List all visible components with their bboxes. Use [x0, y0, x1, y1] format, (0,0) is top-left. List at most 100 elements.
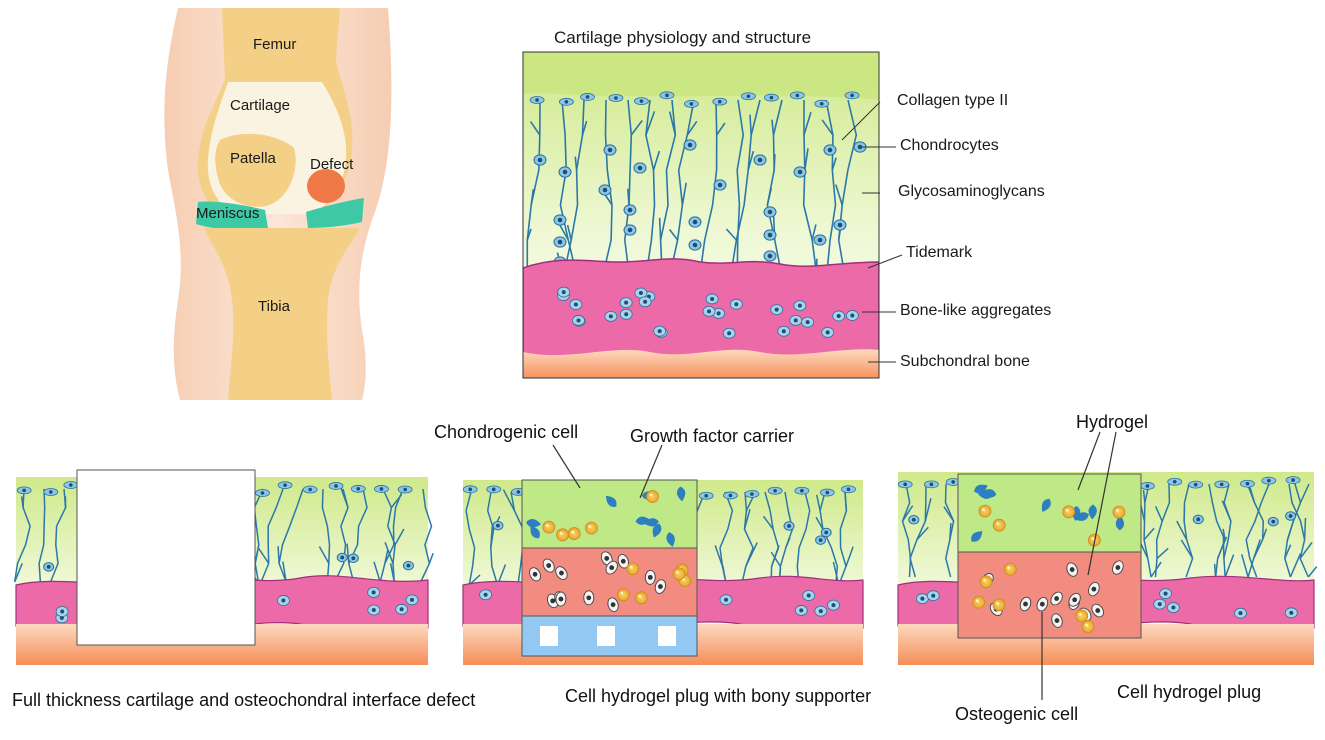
bone-aggregate-cell [703, 306, 715, 316]
chondrocyte-cell [534, 155, 546, 165]
label-hydrogel: Hydrogel [1076, 412, 1148, 433]
bone-aggregate-cell [778, 326, 790, 336]
bone-aggregate-cell [396, 604, 408, 614]
collagen-fiber-branch [1223, 537, 1224, 559]
flat-chondrocyte [699, 492, 713, 499]
growth-factor-carrier [646, 491, 658, 503]
flat-chondrocyte [351, 485, 365, 492]
label-tibia: Tibia [258, 298, 290, 315]
chondrocyte-cell [764, 230, 776, 240]
flat-chondrocyte [723, 492, 737, 499]
growth-factor-carrier [627, 563, 639, 575]
label-chondrogenic-cell: Chondrogenic cell [434, 422, 578, 443]
caption-bony-supporter: Cell hydrogel plug with bony supporter [565, 686, 871, 707]
label-bone-like: Bone-like aggregates [900, 302, 1051, 320]
caption-plug: Cell hydrogel plug [1117, 682, 1261, 703]
growth-factor-carrier [557, 529, 569, 541]
growth-factor-carrier [993, 599, 1005, 611]
flat-chondrocyte [303, 486, 317, 493]
bone-aggregate-cell [803, 590, 815, 600]
chondrocyte-cell [814, 235, 826, 245]
flat-chondrocyte [1140, 482, 1154, 489]
knee-illustration [164, 8, 391, 400]
bone-aggregate-cell [620, 298, 632, 308]
flat-chondrocyte [530, 97, 544, 104]
bone-aggregate-cell [833, 311, 845, 321]
bone-aggregate-cell [706, 294, 718, 304]
flat-chondrocyte [741, 93, 755, 100]
bone-aggregate-cell [573, 315, 585, 325]
flat-chondrocyte [684, 100, 698, 107]
chondrocyte-cell [764, 207, 776, 217]
flat-chondrocyte [795, 487, 809, 494]
chondrocyte-cell [689, 240, 701, 250]
growth-factor-carrier [568, 528, 580, 540]
chondrocyte-cell [821, 528, 831, 537]
flat-chondrocyte [713, 98, 727, 105]
bone-aggregate-cell [277, 595, 289, 605]
flat-chondrocyte [64, 482, 78, 489]
bone-aggregate-cell [570, 300, 582, 310]
chondrocyte-cell [824, 145, 836, 155]
flat-chondrocyte [581, 93, 595, 100]
flat-chondrocyte [898, 481, 912, 488]
bone-aggregate-cell [916, 594, 928, 604]
flat-chondrocyte [815, 100, 829, 107]
chondrocyte-cell [684, 140, 696, 150]
bone-aggregate-cell [605, 311, 617, 321]
label-cartilage: Cartilage [230, 97, 290, 114]
bone-aggregate-cell [1154, 599, 1166, 609]
bone-aggregate-cell [720, 595, 732, 605]
chondrocyte-cell [714, 180, 726, 190]
bone-aggregate-cell [406, 595, 418, 605]
label-defect: Defect [310, 156, 353, 173]
bone-aggregate-cell [790, 315, 802, 325]
chondrocyte-cell [337, 553, 347, 562]
chondrocyte-cell [784, 522, 794, 531]
flat-chondrocyte [1286, 477, 1300, 484]
flat-chondrocyte [1215, 481, 1229, 488]
growth-factor-carrier [1113, 506, 1125, 518]
bony-supporter-panel [463, 480, 863, 665]
chondrocyte-cell [754, 155, 766, 165]
growth-factor-carrier [585, 522, 597, 534]
defect-panel [15, 470, 433, 665]
collagen-fiber-branch [1305, 518, 1306, 540]
growth-factor-carrier [543, 521, 555, 533]
label-meniscus: Meniscus [196, 205, 259, 222]
label-collagen: Collagen type II [897, 92, 1008, 110]
bone-aggregate-cell [802, 317, 814, 327]
bone-aggregate-cell [827, 600, 839, 610]
growth-factor-carrier [1063, 506, 1075, 518]
bone-aggregate-cell [846, 310, 858, 320]
growth-factor-carrier [1082, 620, 1094, 632]
chondrocyte-cell [1268, 517, 1278, 526]
growth-factor-carrier [673, 568, 685, 580]
label-patella: Patella [230, 150, 276, 167]
flat-chondrocyte [487, 486, 501, 493]
bone-aggregate-cell [1167, 603, 1179, 613]
bone-aggregate-cell [771, 305, 783, 315]
chondrocyte-cell [559, 167, 571, 177]
flat-chondrocyte [329, 482, 343, 489]
defect-lesion [307, 169, 345, 203]
label-growth-factor: Growth factor carrier [630, 426, 794, 447]
osteogenic-cell [556, 592, 566, 606]
caption-defect: Full thickness cartilage and osteochondr… [12, 690, 475, 711]
bone-aggregate-cell [558, 287, 570, 297]
flat-chondrocyte [463, 486, 477, 493]
flat-chondrocyte [660, 92, 674, 99]
flat-chondrocyte [820, 489, 834, 496]
growth-factor-carrier [993, 519, 1005, 531]
chondrocyte-cell [348, 554, 358, 563]
chondrocyte-cell [816, 536, 826, 545]
bone-aggregate-cell [368, 605, 380, 615]
bone-aggregate-cell [822, 327, 834, 337]
flat-chondrocyte [44, 488, 58, 495]
bone-aggregate-cell [927, 591, 939, 601]
flat-chondrocyte [790, 92, 804, 99]
chondrocyte-cell [599, 185, 611, 195]
flat-chondrocyte [1189, 481, 1203, 488]
bone-aggregate-cell [794, 301, 806, 311]
